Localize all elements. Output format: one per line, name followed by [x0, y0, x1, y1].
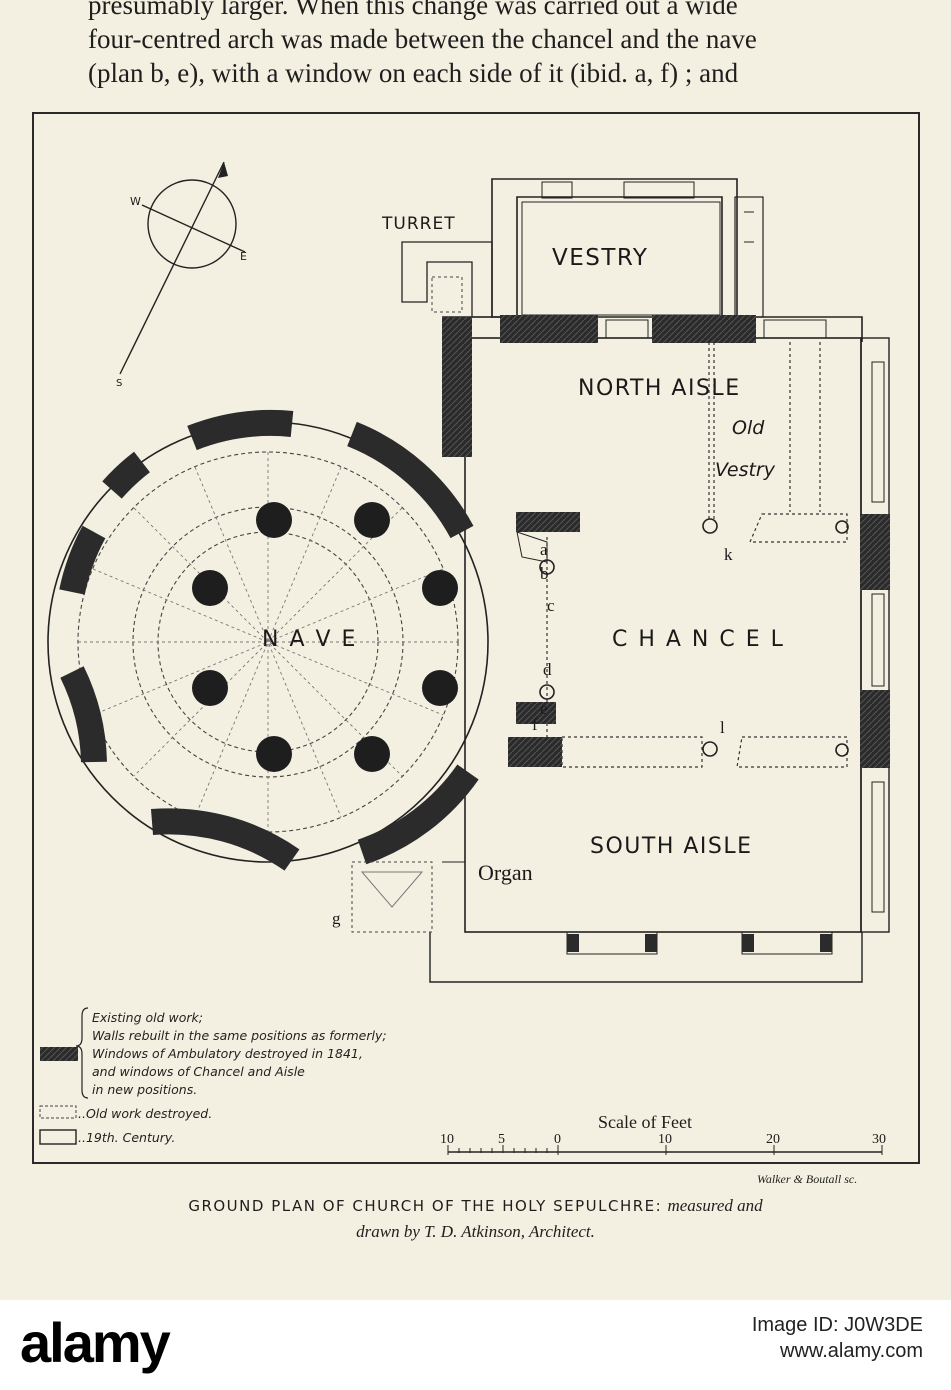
- nave-round: [47, 409, 580, 933]
- turret-label: TURRET: [381, 214, 456, 234]
- stock-watermark-bar: alamy Image ID: J0W3DE www.alamy.com: [0, 1300, 951, 1390]
- caption-italic: measured and: [667, 1196, 763, 1215]
- image-id: Image ID: J0W3DE: [751, 1314, 923, 1336]
- compass-south-label: S: [116, 378, 122, 389]
- site-url: www.alamy.com: [780, 1340, 923, 1362]
- organ-label: Organ: [478, 860, 533, 885]
- book-page: presumably larger. When this change was …: [0, 0, 951, 1242]
- nave-label: N A V E: [262, 627, 357, 652]
- chancel-walls: [429, 315, 890, 983]
- plan-letter-e: e: [540, 699, 548, 718]
- caption-italic: drawn by T. D. Atkinson, Architect.: [356, 1222, 595, 1241]
- plan-letter-k: k: [724, 545, 733, 564]
- scale-tick-label: 10: [658, 1132, 672, 1147]
- paragraph-line: (plan b, e), with a window on each side …: [88, 58, 739, 88]
- plan-letter-a: a: [540, 540, 548, 559]
- plan-letter-g: g: [332, 909, 341, 928]
- paragraph-line: presumably larger. When this change was …: [88, 0, 738, 20]
- ground-plan-figure: W E S: [32, 112, 920, 1164]
- paragraph-line: four-centred arch was made between the c…: [88, 24, 757, 54]
- south-aisle-label: SOUTH AISLE: [590, 834, 753, 859]
- engraver-credit: Walker & Boutall sc.: [757, 1172, 858, 1186]
- body-paragraph: presumably larger. When this change was …: [88, 0, 888, 90]
- alamy-logo: alamy: [20, 1311, 171, 1374]
- chancel-label: C H A N C E L: [612, 627, 785, 652]
- turret: [401, 241, 493, 318]
- legend-line: in new positions.: [92, 1082, 198, 1097]
- plan-letter-c: c: [547, 596, 555, 615]
- image-id-block: Image ID: J0W3DE www.alamy.com: [752, 1312, 923, 1364]
- scale-tick-label: 0: [554, 1132, 561, 1147]
- plan-letter-d: d: [543, 660, 552, 679]
- old-vestry-label-line2: Vestry: [715, 459, 776, 481]
- north-aisle-label: NORTH AISLE: [578, 376, 741, 401]
- vestry-label: VESTRY: [552, 245, 648, 271]
- compass: W E S: [116, 161, 247, 389]
- legend-line: Walls rebuilt in the same positions as f…: [92, 1028, 387, 1043]
- scale-tick-label: 30: [872, 1132, 886, 1147]
- pier-markers: [539, 518, 849, 757]
- scale-tick-label: 20: [766, 1132, 780, 1147]
- figure-caption: GROUND PLAN OF CHURCH OF THE HOLY SEPULC…: [0, 1196, 951, 1216]
- compass-west-label: W: [130, 195, 141, 208]
- old-vestry-label-line1: Old: [732, 417, 765, 439]
- legend-swatches: [39, 1007, 89, 1145]
- legend-line: and windows of Chancel and Aisle: [92, 1064, 305, 1079]
- legend-19th-century: ..19th. Century.: [78, 1130, 176, 1145]
- compass-east-label: E: [240, 250, 247, 263]
- caption-main: GROUND PLAN OF CHURCH OF THE HOLY SEPULC…: [188, 1197, 663, 1215]
- scale-tick-label: 10: [440, 1132, 454, 1147]
- figure-caption-line2: drawn by T. D. Atkinson, Architect.: [0, 1222, 951, 1242]
- nave-piers: [192, 502, 458, 772]
- plan-letter-f: f: [532, 715, 538, 734]
- arcade-lines: [546, 342, 848, 768]
- plan-letter-b: b: [540, 564, 549, 583]
- legend-destroyed: ..Old work destroyed.: [78, 1106, 213, 1121]
- scale-title: Scale of Feet: [598, 1112, 692, 1132]
- plan-letter-l: l: [720, 718, 725, 737]
- scale-tick-label: 5: [498, 1132, 505, 1147]
- legend-line: Windows of Ambulatory destroyed in 1841,: [92, 1046, 363, 1061]
- legend-line: Existing old work;: [92, 1010, 203, 1025]
- scale-bar: [447, 1145, 883, 1155]
- ground-plan-drawing: W E S: [39, 161, 890, 1155]
